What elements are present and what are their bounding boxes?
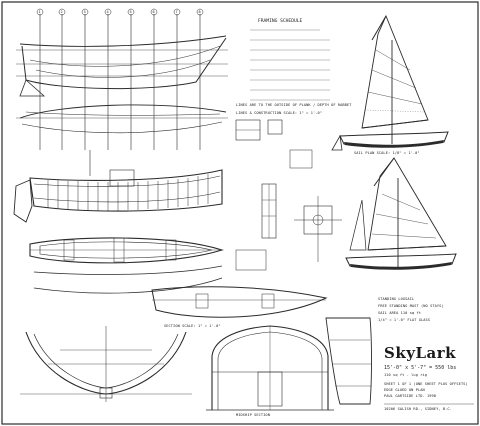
sail-plan-top bbox=[331, 14, 449, 151]
construction-profile bbox=[13, 150, 223, 223]
rig-note-1: STANDING LUGSAIL bbox=[378, 297, 415, 301]
lines-profile bbox=[16, 14, 228, 150]
section-scale-note: SECTION SCALE: 1" = 1'-0" bbox=[164, 324, 221, 328]
design-title: SkyLark bbox=[384, 344, 457, 362]
design-subtitle: 15'-0" x 5'-7" = 550 lbs bbox=[384, 365, 457, 371]
rig-note-3: SAIL AREA 110 sq ft bbox=[378, 311, 422, 315]
construction-plan-view bbox=[29, 237, 224, 294]
midship-section bbox=[206, 325, 334, 411]
station-label-3: 3 bbox=[83, 9, 86, 14]
station-label-4: 4 bbox=[106, 9, 109, 14]
lines-scale-note: LINES & CONSTRUCTION SCALE: 1" = 1'-0" bbox=[236, 111, 323, 115]
designer-line-3: PAUL GARTSIDE LTD. 1998 bbox=[384, 394, 437, 398]
longitudinal-section bbox=[151, 286, 328, 318]
station-label-5: 5 bbox=[129, 9, 132, 14]
sail-plan-middle bbox=[345, 157, 457, 270]
sail-plan-scale-note: SAIL PLAN SCALE: 1/8" = 1'-0" bbox=[354, 151, 420, 155]
rig-note-4: 1/4" = 1'-0" FLAT GLASS bbox=[378, 318, 431, 322]
station-label-7: 7 bbox=[175, 9, 178, 14]
lines-note: LINES ARE TO THE OUTSIDE OF PLANK / DEPT… bbox=[236, 103, 352, 107]
station-label-6: 6 bbox=[152, 9, 155, 14]
construction-details bbox=[235, 119, 342, 271]
design-subtitle-line2: 110 sq ft - lug rig bbox=[384, 373, 428, 377]
schedule-lines bbox=[250, 29, 330, 101]
station-label-8: 8 bbox=[198, 9, 201, 14]
station-label-2: 2 bbox=[60, 9, 63, 14]
transom-detail bbox=[325, 317, 372, 405]
designer-line-4: 10206 SALISH RD., SIDNEY, B.C. bbox=[384, 407, 452, 411]
rig-note-2: FREE STANDING MAST (NO STAYS) bbox=[378, 304, 444, 308]
station-markers bbox=[36, 8, 204, 16]
designer-line-1: SHEET 1 OF 1 (ONE SHEET PLUS OFFSETS) bbox=[384, 382, 468, 386]
station-label-1: 1 bbox=[38, 9, 41, 14]
designer-line-2: EDGE GLUED ON PLAN bbox=[384, 388, 425, 392]
midship-section-label: MIDSHIP SECTION bbox=[236, 413, 270, 417]
body-section bbox=[20, 326, 192, 402]
framing-schedule-heading: FRAMING SCHEDULE bbox=[258, 19, 303, 24]
